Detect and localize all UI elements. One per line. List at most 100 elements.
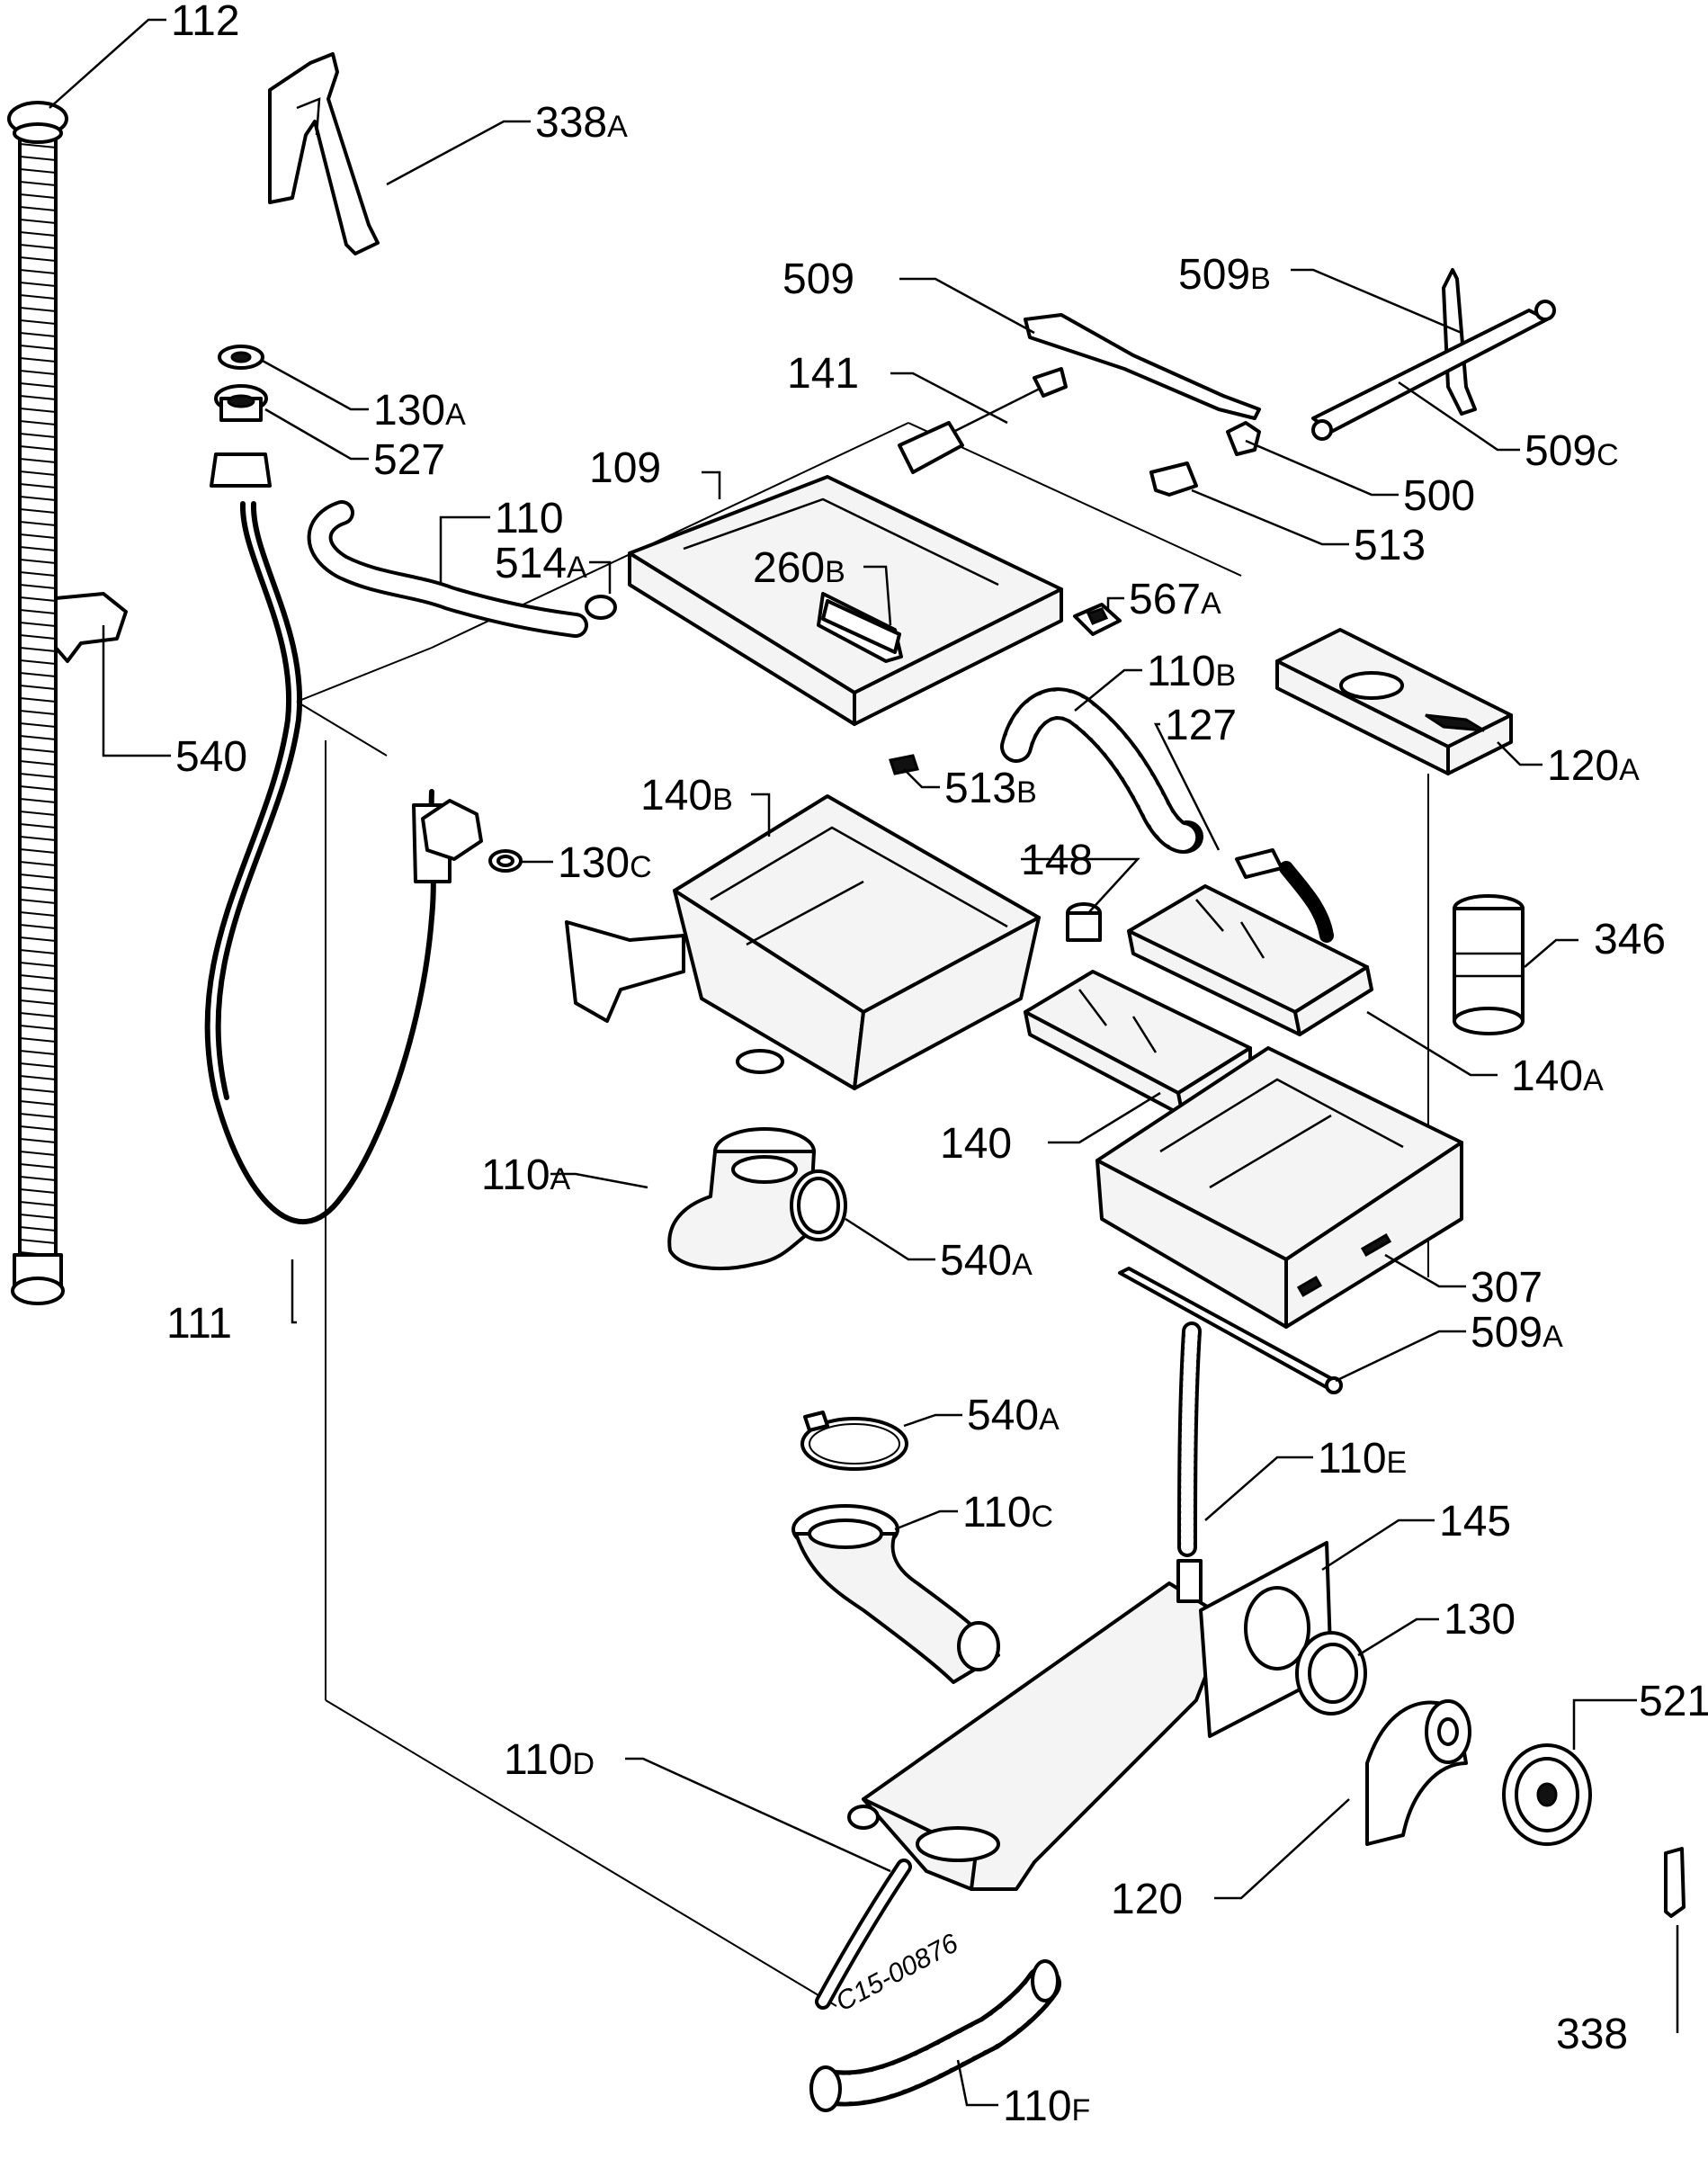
- hose-rib: [19, 332, 57, 337]
- callout-513: 513: [1354, 522, 1426, 569]
- part-110f-hose: [809, 1959, 1061, 2112]
- hose-rib: [19, 345, 57, 350]
- part-509-lever: [1024, 313, 1261, 420]
- hose-rib: [19, 1201, 57, 1206]
- hose-rib: [19, 785, 57, 791]
- hose-rib: [19, 357, 57, 363]
- hose-rib: [19, 936, 57, 942]
- callout-527: 527: [373, 436, 446, 484]
- part-130a-washer: [218, 345, 264, 370]
- callout-509a: 509A: [1471, 1309, 1563, 1357]
- hose-rib: [19, 408, 57, 413]
- hose-rib: [19, 710, 57, 715]
- hose-rib: [19, 370, 57, 375]
- hose-rib: [19, 773, 57, 778]
- hose-rib: [19, 533, 57, 539]
- hose-rib: [19, 1012, 57, 1017]
- hose-rib: [19, 1239, 57, 1244]
- hose-rib: [19, 899, 57, 904]
- callout-567a: 567A: [1129, 576, 1221, 623]
- part-110c-bellow: [791, 1504, 1000, 1684]
- callout-110a: 110A: [481, 1151, 571, 1199]
- hose-rib: [19, 1125, 57, 1131]
- hose-rib: [19, 873, 57, 879]
- hose-rib: [19, 282, 57, 287]
- hose-rib: [19, 634, 57, 640]
- hose-rib: [19, 1151, 57, 1156]
- callout-346: 346: [1594, 916, 1667, 963]
- hose-rib: [19, 256, 57, 262]
- hose-rib: [19, 231, 57, 237]
- part-346-sleeve: [1453, 894, 1525, 1035]
- hose-rib: [19, 496, 57, 501]
- callout-500: 500: [1403, 472, 1476, 520]
- hose-rib: [19, 596, 57, 602]
- callout-120a: 120A: [1547, 742, 1640, 790]
- part-260b-lever: [821, 599, 901, 654]
- hose-rib: [19, 483, 57, 488]
- hose-rib: [19, 1188, 57, 1194]
- part-112-corrugated-hose: [7, 101, 68, 1305]
- hose-rib: [19, 823, 57, 829]
- part-110d-hose: [815, 1859, 912, 2010]
- callout-140: 140: [940, 1120, 1013, 1168]
- callout-521: 521: [1639, 1678, 1708, 1725]
- callout-148: 148: [1021, 837, 1094, 884]
- part-141-solenoid: [898, 367, 1068, 474]
- hose-rib: [19, 168, 57, 174]
- hose-rib: [19, 861, 57, 866]
- callout-112: 112: [171, 0, 240, 45]
- leader-lines: [49, 18, 1679, 2107]
- callout-540: 540: [175, 733, 248, 781]
- hose-rib: [19, 886, 57, 891]
- hose-rib: [19, 987, 57, 992]
- hose-rib: [19, 672, 57, 677]
- hose-rib: [19, 1050, 57, 1055]
- part-527-filter: [214, 384, 268, 422]
- hose-rib: [19, 559, 57, 564]
- callout-110d: 110D: [504, 1736, 595, 1784]
- callout-338: 338: [1556, 2011, 1629, 2058]
- hose-rib: [19, 735, 57, 740]
- hose-rib: [19, 911, 57, 917]
- part-540a-clamp-lower: [800, 1411, 908, 1471]
- hose-rib: [19, 319, 57, 325]
- hose-rib: [19, 420, 57, 426]
- part-110-hose: [307, 500, 588, 638]
- part-521-filter-cap: [1502, 1743, 1592, 1846]
- part-540-clip: [54, 592, 128, 663]
- part-110e-hose: [1177, 1321, 1202, 1557]
- hose-rib: [19, 647, 57, 652]
- callout-141: 141: [787, 350, 860, 398]
- hose-rib: [19, 962, 57, 967]
- part-120-filter: [1365, 1699, 1471, 1846]
- callout-110b: 110B: [1147, 648, 1237, 695]
- hose-rib: [19, 294, 57, 300]
- part-338a-hose-bracket: [268, 52, 380, 255]
- part-514a-clamp: [585, 595, 617, 620]
- part-500-valve: [1226, 421, 1261, 456]
- callout-110: 110: [495, 495, 564, 542]
- hose-rib: [19, 748, 57, 753]
- hose-rib: [19, 445, 57, 451]
- hose-rib: [19, 1138, 57, 1143]
- callout-110f: 110F: [1003, 2083, 1091, 2130]
- callout-130a: 130A: [373, 387, 466, 434]
- callout-110e: 110E: [1318, 1435, 1408, 1483]
- part-540a-clamp-upper: [790, 1169, 847, 1241]
- hose-rib: [19, 848, 57, 854]
- hose-rib: [19, 546, 57, 551]
- hose-rib: [19, 470, 57, 476]
- hose-rib: [19, 307, 57, 312]
- part-110b-hose: [1000, 687, 1203, 854]
- callout-338a: 338A: [535, 99, 628, 147]
- callout-120: 120: [1111, 1876, 1184, 1923]
- hose-rib: [19, 193, 57, 199]
- hose-rib: [19, 269, 57, 274]
- part-148-cap: [1066, 902, 1102, 942]
- hose-rib: [19, 999, 57, 1005]
- hose-rib: [19, 836, 57, 841]
- part-109-dispenser-cover: [628, 475, 1063, 726]
- hose-rib: [19, 395, 57, 400]
